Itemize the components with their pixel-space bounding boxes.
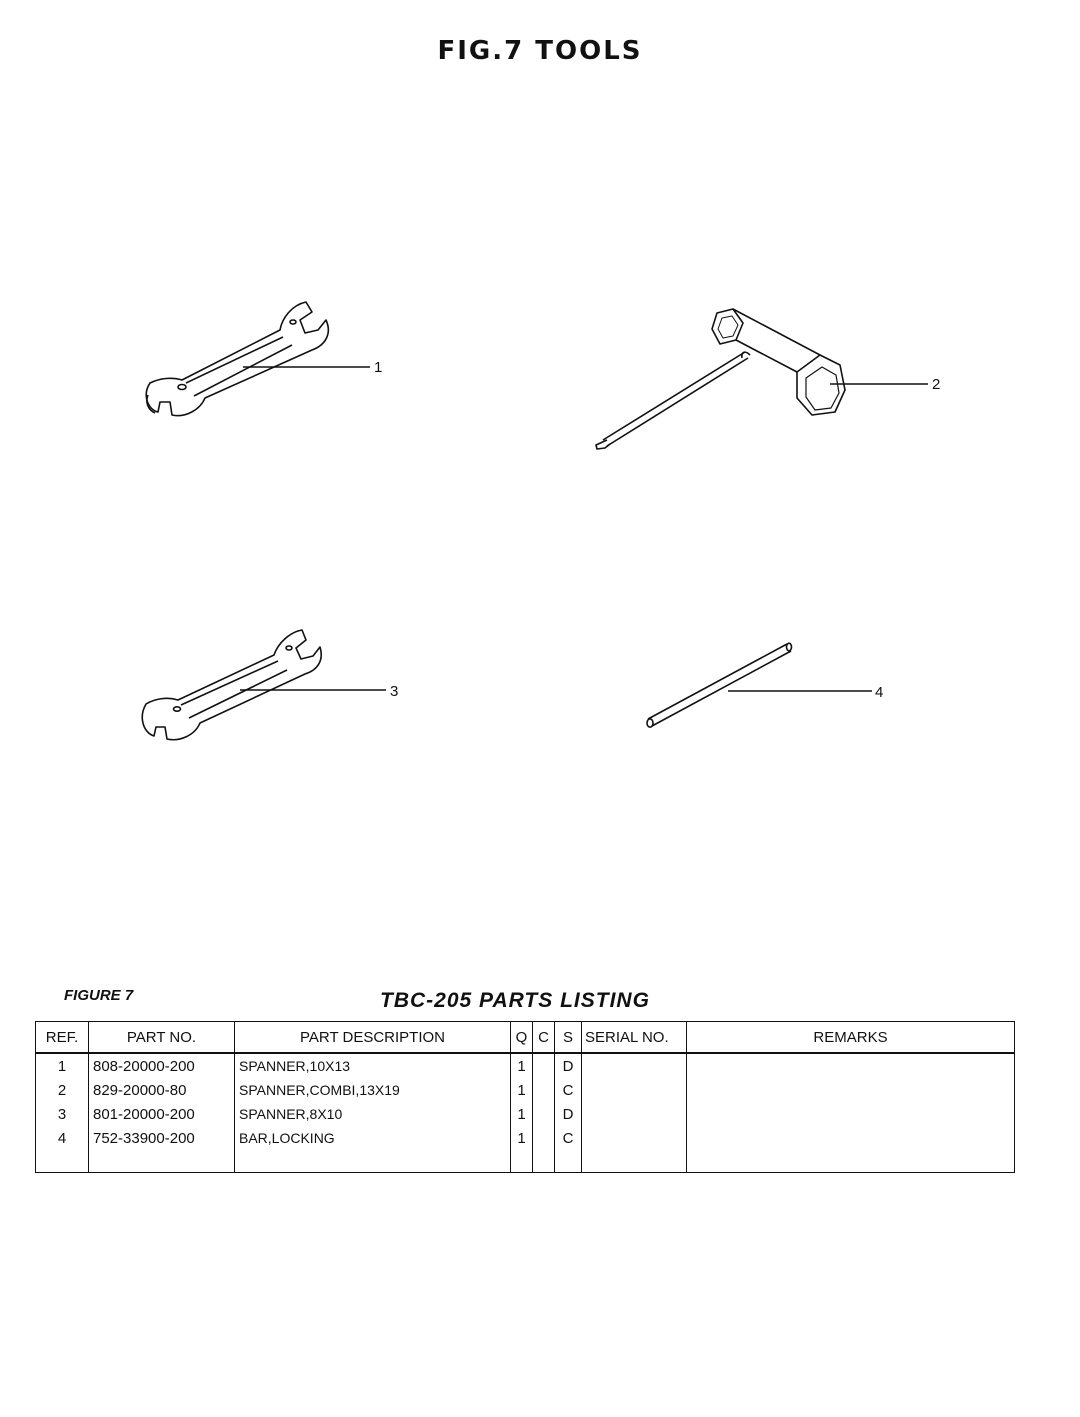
cell-c bbox=[532, 1078, 555, 1102]
callout-4: 4 bbox=[875, 684, 883, 701]
cell-description: SPANNER,COMBI,13X19 bbox=[234, 1078, 511, 1102]
table-row: 4 752-33900-200 BAR,LOCKING 1 C bbox=[35, 1126, 1015, 1150]
cell-c bbox=[532, 1053, 555, 1078]
cell-q: 1 bbox=[510, 1102, 533, 1126]
cell-ref: 2 bbox=[35, 1078, 89, 1102]
page-title: FIG.7 TOOLS bbox=[437, 36, 643, 66]
tools-illustration: 1 2 3 4 bbox=[141, 301, 940, 741]
cell-remarks bbox=[686, 1053, 1015, 1078]
cell-description: BAR,LOCKING bbox=[234, 1126, 511, 1150]
cell-ref: 4 bbox=[35, 1126, 89, 1150]
cell-description: SPANNER,10X13 bbox=[234, 1053, 511, 1078]
cell-serial bbox=[581, 1053, 687, 1078]
cell-ref: 3 bbox=[35, 1102, 89, 1126]
callout-1: 1 bbox=[374, 359, 382, 376]
callout-3: 3 bbox=[390, 683, 398, 700]
header-ref: REF. bbox=[35, 1021, 89, 1054]
spanner-8x10-icon bbox=[141, 629, 322, 741]
header-part-description: PART DESCRIPTION bbox=[234, 1021, 511, 1054]
cell-s: C bbox=[554, 1126, 582, 1150]
cell-s: C bbox=[554, 1078, 582, 1102]
cell-serial bbox=[581, 1102, 687, 1126]
table-row: 1 808-20000-200 SPANNER,10X13 1 D bbox=[35, 1053, 1015, 1078]
parts-listing-title: TBC-205 PARTS LISTING bbox=[380, 989, 650, 1012]
cell-s: D bbox=[554, 1053, 582, 1078]
figure-label: FIGURE 7 bbox=[64, 987, 134, 1004]
callout-2: 2 bbox=[932, 376, 940, 393]
parts-table: REF. PART NO. PART DESCRIPTION Q C S SER… bbox=[35, 1021, 1015, 1173]
cell-remarks bbox=[686, 1078, 1015, 1102]
cell-part-no: 801-20000-200 bbox=[88, 1102, 235, 1126]
header-s: S bbox=[554, 1021, 582, 1054]
locking-bar-icon bbox=[646, 642, 793, 728]
header-remarks: REMARKS bbox=[686, 1021, 1015, 1054]
cell-serial bbox=[581, 1126, 687, 1150]
cell-remarks bbox=[686, 1102, 1015, 1126]
cell-description: SPANNER,8X10 bbox=[234, 1102, 511, 1126]
table-spacer-row bbox=[35, 1150, 1015, 1173]
cell-remarks bbox=[686, 1126, 1015, 1150]
table-row: 3 801-20000-200 SPANNER,8X10 1 D bbox=[35, 1102, 1015, 1126]
header-serial-no: SERIAL NO. bbox=[581, 1021, 687, 1054]
cell-part-no: 808-20000-200 bbox=[88, 1053, 235, 1078]
table-header-row: REF. PART NO. PART DESCRIPTION Q C S SER… bbox=[35, 1021, 1015, 1054]
cell-q: 1 bbox=[510, 1078, 533, 1102]
cell-serial bbox=[581, 1078, 687, 1102]
spanner-combi-icon bbox=[595, 308, 846, 450]
cell-q: 1 bbox=[510, 1126, 533, 1150]
cell-part-no: 752-33900-200 bbox=[88, 1126, 235, 1150]
cell-q: 1 bbox=[510, 1053, 533, 1078]
spanner-10x13-icon bbox=[145, 301, 330, 417]
cell-part-no: 829-20000-80 bbox=[88, 1078, 235, 1102]
cell-s: D bbox=[554, 1102, 582, 1126]
cell-c bbox=[532, 1102, 555, 1126]
header-q: Q bbox=[510, 1021, 533, 1054]
header-c: C bbox=[532, 1021, 555, 1054]
cell-c bbox=[532, 1126, 555, 1150]
cell-ref: 1 bbox=[35, 1053, 89, 1078]
header-part-no: PART NO. bbox=[88, 1021, 235, 1054]
table-row: 2 829-20000-80 SPANNER,COMBI,13X19 1 C bbox=[35, 1078, 1015, 1102]
